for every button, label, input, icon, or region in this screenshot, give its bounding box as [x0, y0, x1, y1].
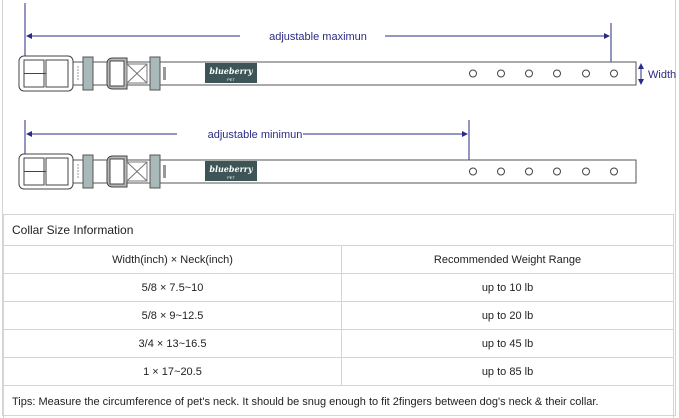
collar-part	[45, 59, 69, 88]
collar-part	[45, 157, 69, 186]
collar-part	[126, 161, 148, 182]
hole	[553, 167, 561, 176]
hole	[525, 167, 533, 176]
max-label: adjustable maximun	[269, 31, 367, 43]
size-cell: 1 × 17~20.5	[3, 357, 342, 386]
max-measure	[24, 3, 612, 84]
loop-icon	[82, 154, 94, 189]
hole	[469, 69, 477, 78]
hole	[525, 69, 533, 78]
keeper-icon	[149, 154, 161, 189]
collar-part	[109, 60, 125, 87]
collar-part: blueberry	[209, 164, 254, 174]
collar-part: blueberry	[209, 66, 254, 76]
hole	[610, 69, 618, 78]
collar-diagram: adjustable maximun Width adjustable mini…	[18, 3, 676, 190]
blueberry-logo	[205, 63, 257, 83]
collar-part	[163, 165, 166, 178]
blueberry-logo	[205, 161, 257, 181]
hole	[553, 69, 561, 78]
collar-part	[109, 158, 125, 185]
header-weight: Recommended Weight Range	[341, 245, 674, 274]
header-size: Width(inch) × Neck(inch)	[3, 245, 342, 274]
collar-min: blueberry PET	[18, 153, 637, 190]
collar-max: blueberry PET	[18, 55, 637, 92]
width-label: Width	[648, 69, 676, 81]
hole	[497, 167, 505, 176]
keeper-icon	[149, 56, 161, 91]
hole	[582, 167, 590, 176]
weight-cell: up to 10 lb	[341, 273, 674, 302]
size-cell: 5/8 × 7.5~10	[3, 273, 342, 302]
min-label: adjustable minimun	[208, 129, 303, 141]
tips-text: Tips: Measure the circumference of pet's…	[3, 385, 674, 418]
size-cell: 5/8 × 9~12.5	[3, 301, 342, 330]
size-table: Collar Size Information Width(inch) × Ne…	[3, 214, 674, 418]
hole	[497, 69, 505, 78]
table-title: Collar Size Information	[3, 214, 674, 246]
collar-part: PET	[227, 77, 235, 82]
size-cell: 3/4 × 13~16.5	[3, 329, 342, 358]
hole	[610, 167, 618, 176]
weight-cell: up to 20 lb	[341, 301, 674, 330]
hole	[582, 69, 590, 78]
collar-part	[126, 63, 148, 84]
hole	[469, 167, 477, 176]
weight-cell: up to 85 lb	[341, 357, 674, 386]
weight-cell: up to 45 lb	[341, 329, 674, 358]
loop-icon	[82, 56, 94, 91]
collar-part	[163, 67, 166, 80]
collar-part: PET	[227, 175, 235, 180]
